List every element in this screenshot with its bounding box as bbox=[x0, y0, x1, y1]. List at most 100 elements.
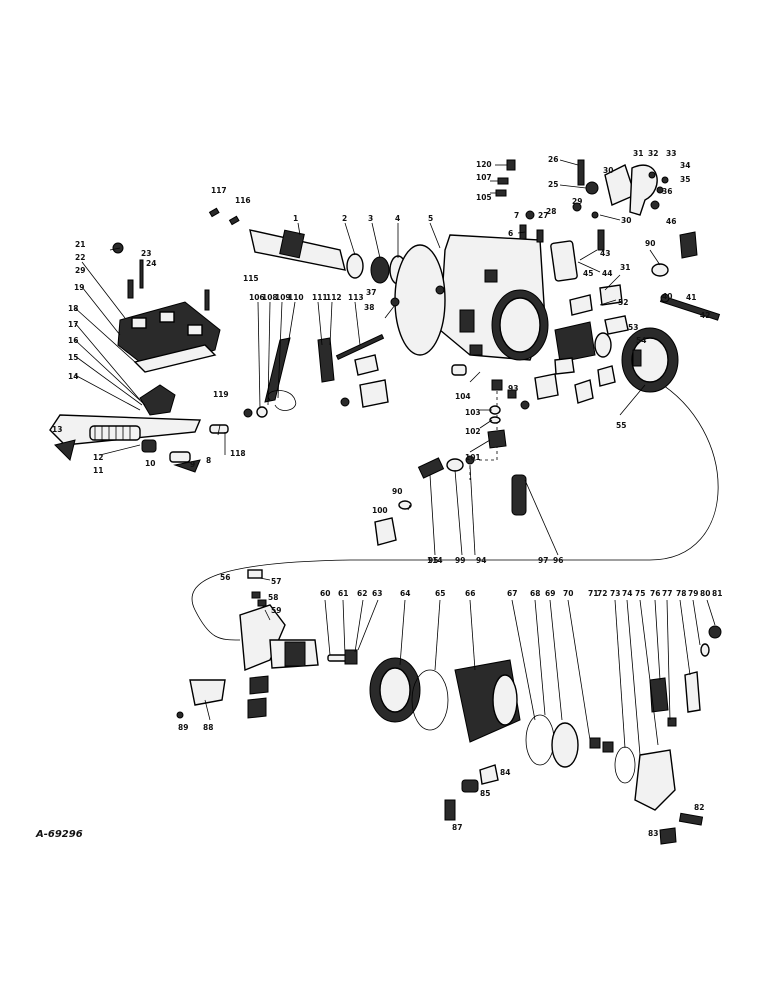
part-label: 6 bbox=[508, 229, 513, 238]
part-label: 65 bbox=[435, 589, 445, 598]
part-label: 27 bbox=[538, 211, 548, 220]
part-label: 17 bbox=[68, 320, 78, 329]
part-label: 32 bbox=[648, 149, 658, 158]
part-label: 19 bbox=[74, 283, 84, 292]
part-label: 101 bbox=[465, 453, 481, 462]
part-label: 78 bbox=[676, 589, 686, 598]
part-label: 108 bbox=[262, 293, 278, 302]
part-label: 102 bbox=[465, 427, 481, 436]
part-label: 120 bbox=[476, 160, 492, 169]
part-label: 66 bbox=[465, 589, 475, 598]
part-label: 84 bbox=[500, 768, 510, 777]
part-label: 74 bbox=[622, 589, 632, 598]
part-label: 68 bbox=[530, 589, 540, 598]
lower-assembly bbox=[176, 569, 722, 845]
part-label: 97 bbox=[538, 556, 548, 565]
part-label: 99 bbox=[455, 556, 465, 565]
part-label: 18 bbox=[68, 304, 78, 313]
part-label: 59 bbox=[271, 606, 281, 615]
part-label: 76 bbox=[650, 589, 660, 598]
part-label: 112 bbox=[326, 293, 342, 302]
part-label: 56 bbox=[220, 573, 230, 582]
part-label: 42 bbox=[700, 311, 710, 320]
part-label: 30 bbox=[621, 216, 631, 225]
part-label: 105 bbox=[476, 193, 492, 202]
part-label: 15 bbox=[68, 353, 78, 362]
part-label: 8 bbox=[206, 456, 211, 465]
part-label: 104 bbox=[455, 392, 471, 401]
part-label: 10 bbox=[145, 459, 155, 468]
part-label: 109 bbox=[275, 293, 291, 302]
part-label: 58 bbox=[268, 593, 278, 602]
part-label: 53 bbox=[628, 323, 638, 332]
part-label: 64 bbox=[400, 589, 410, 598]
part-label: 31 bbox=[620, 263, 630, 272]
part-label: 38 bbox=[364, 303, 374, 312]
part-label: 45 bbox=[583, 269, 593, 278]
part-label: 110 bbox=[288, 293, 304, 302]
part-label: 44 bbox=[602, 269, 612, 278]
governor-linkage bbox=[243, 297, 400, 418]
pump-housing bbox=[394, 234, 549, 361]
part-label: 54 bbox=[636, 336, 646, 345]
part-label: 41 bbox=[686, 293, 696, 302]
part-label: 73 bbox=[610, 589, 620, 598]
part-label: 114 bbox=[427, 556, 443, 565]
part-label: 34 bbox=[680, 161, 690, 170]
drive-shaft-group bbox=[249, 229, 407, 285]
part-label: 85 bbox=[480, 789, 490, 798]
part-label: 100 bbox=[372, 506, 388, 515]
part-label: 9 bbox=[190, 460, 195, 469]
head-components bbox=[507, 284, 679, 410]
part-label: 63 bbox=[372, 589, 382, 598]
part-label: 22 bbox=[75, 253, 85, 262]
part-label: 29 bbox=[572, 197, 582, 206]
part-label: 75 bbox=[635, 589, 645, 598]
part-label: 12 bbox=[93, 453, 103, 462]
drawing-code: A-69296 bbox=[35, 829, 83, 840]
part-label: 25 bbox=[548, 180, 558, 189]
part-label: 95 bbox=[428, 556, 438, 565]
part-label: 79 bbox=[688, 589, 698, 598]
part-label: 55 bbox=[616, 421, 626, 430]
part-label: 13 bbox=[52, 425, 62, 434]
part-label: 72 bbox=[597, 589, 607, 598]
leader-lines bbox=[74, 159, 716, 756]
part-label: 87 bbox=[452, 823, 462, 832]
part-label: 24 bbox=[146, 259, 156, 268]
part-label: 77 bbox=[662, 589, 672, 598]
part-label: 46 bbox=[666, 217, 676, 226]
part-label: 71 bbox=[588, 589, 598, 598]
part-label: 4 bbox=[395, 214, 400, 223]
part-label: 106 bbox=[249, 293, 265, 302]
part-label: 113 bbox=[348, 293, 364, 302]
part-label: 28 bbox=[546, 207, 556, 216]
part-label: 118 bbox=[230, 449, 246, 458]
part-label: 80 bbox=[700, 589, 710, 598]
part-label: 111 bbox=[312, 293, 328, 302]
part-label: 61 bbox=[338, 589, 348, 598]
connector-curve bbox=[191, 379, 719, 641]
part-label: 94 bbox=[476, 556, 486, 565]
part-label: 62 bbox=[357, 589, 367, 598]
part-label: 40 bbox=[662, 292, 672, 301]
part-label: 115 bbox=[243, 274, 259, 283]
part-label: 57 bbox=[271, 577, 281, 586]
part-label: 83 bbox=[648, 829, 658, 838]
part-label: 31 bbox=[633, 149, 643, 158]
part-label: 1 bbox=[293, 214, 298, 223]
part-label: 14 bbox=[68, 372, 78, 381]
part-label: 90 bbox=[645, 239, 655, 248]
part-label: 60 bbox=[320, 589, 330, 598]
part-label: 43 bbox=[600, 249, 610, 258]
part-label: 33 bbox=[666, 149, 676, 158]
part-label: 11 bbox=[93, 466, 103, 475]
part-label: 117 bbox=[211, 186, 227, 195]
part-label: 119 bbox=[213, 390, 229, 399]
part-label: 103 bbox=[465, 408, 481, 417]
part-label: 29 bbox=[75, 266, 85, 275]
part-label: 26 bbox=[548, 155, 558, 164]
part-label: 69 bbox=[545, 589, 555, 598]
governor-cover-group bbox=[49, 207, 240, 473]
